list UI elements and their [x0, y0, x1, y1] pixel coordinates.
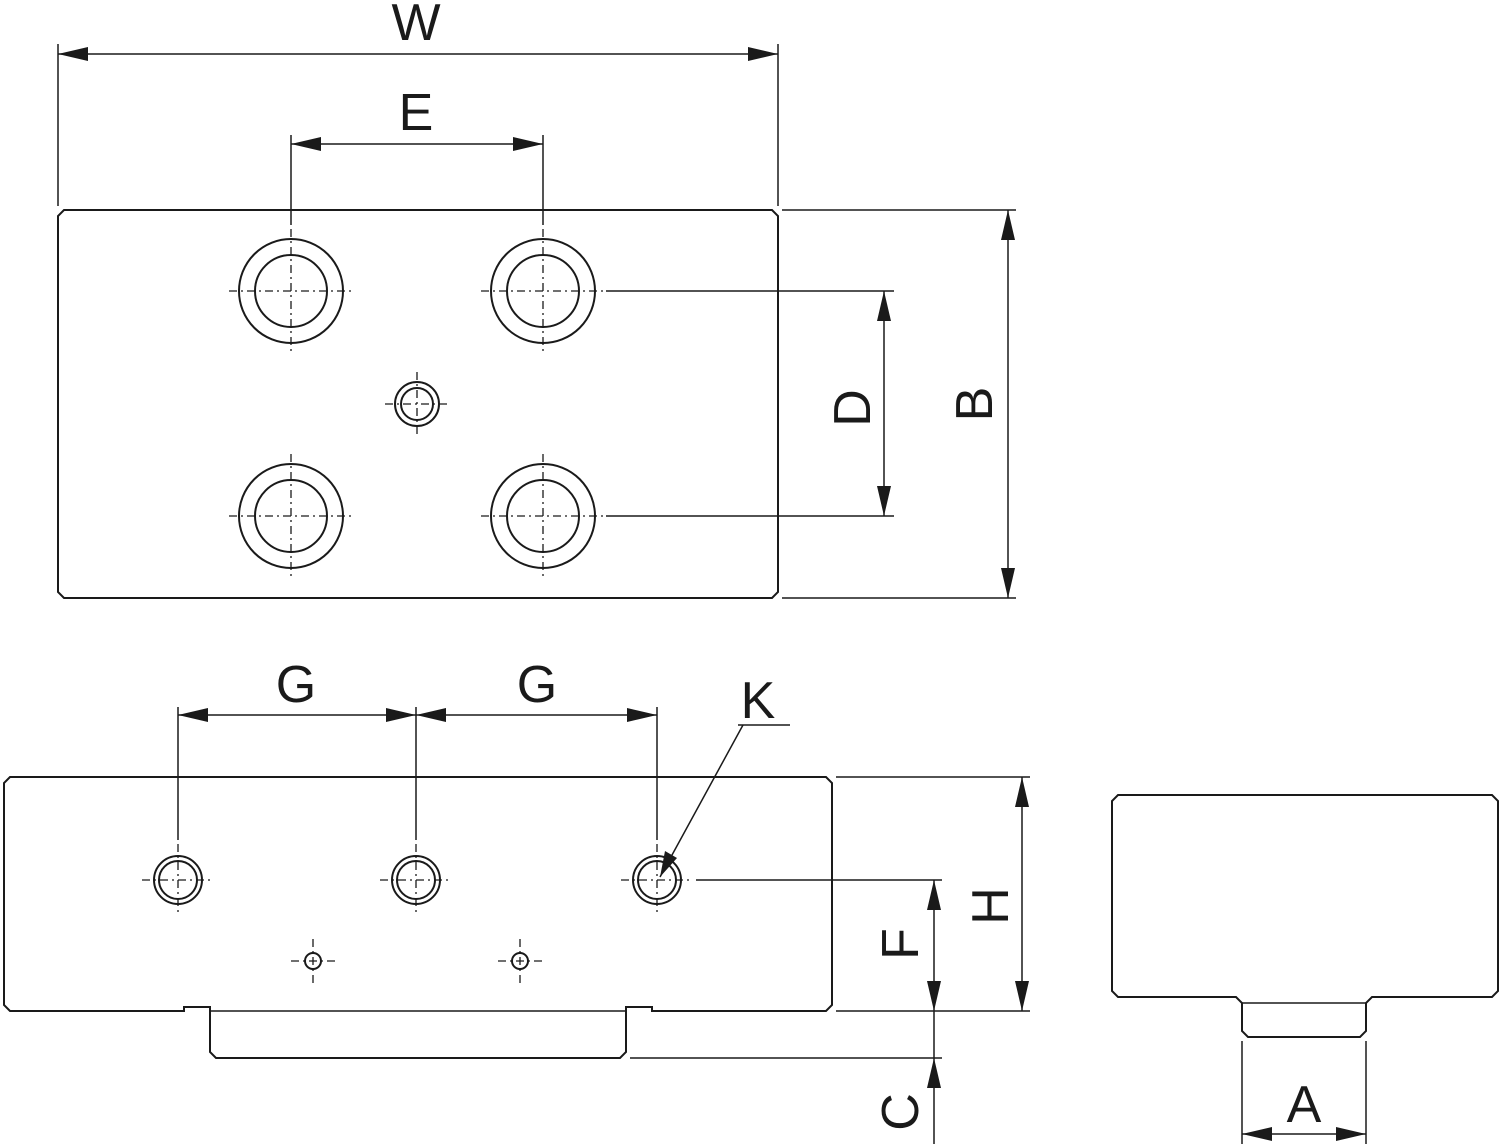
dimension-w	[57, 44, 779, 206]
port-hole-right	[620, 843, 694, 917]
side-view-outline	[1111, 794, 1499, 1038]
leader-k	[659, 724, 790, 878]
port-hole-middle	[379, 843, 453, 917]
port-hole-left	[141, 843, 215, 917]
label-h: H	[962, 887, 1020, 925]
pin-hole-left	[290, 938, 336, 984]
label-k: K	[741, 672, 776, 730]
front-view-outline	[3, 776, 833, 1059]
locating-pin-hole	[385, 372, 449, 436]
dimension-f	[696, 879, 942, 1011]
dimension-a	[1241, 1041, 1367, 1144]
label-b: B	[946, 387, 1004, 422]
bolt-hole-top-left	[228, 228, 354, 354]
label-f: F	[872, 928, 930, 960]
top-view: W E D B	[57, 0, 1016, 599]
dimension-d	[606, 290, 894, 517]
label-e: E	[399, 84, 434, 142]
bolt-hole-bottom-right	[480, 453, 606, 579]
label-g-left: G	[276, 656, 316, 714]
label-d: D	[824, 389, 882, 427]
top-view-outline	[57, 209, 779, 599]
dimension-b	[782, 209, 1016, 599]
front-view: G G K H F C	[3, 656, 1030, 1144]
label-g-right: G	[517, 656, 557, 714]
dimension-c	[630, 1011, 942, 1144]
dimension-h	[836, 776, 1030, 1012]
label-w: W	[391, 0, 440, 52]
label-a: A	[1287, 1076, 1322, 1134]
bolt-hole-top-right	[480, 228, 606, 354]
label-c: C	[872, 1093, 930, 1131]
dimension-g	[177, 707, 658, 840]
side-view: A	[1111, 794, 1499, 1144]
bolt-hole-bottom-left	[228, 453, 354, 579]
dimension-e	[290, 135, 544, 225]
pin-hole-right	[497, 938, 543, 984]
